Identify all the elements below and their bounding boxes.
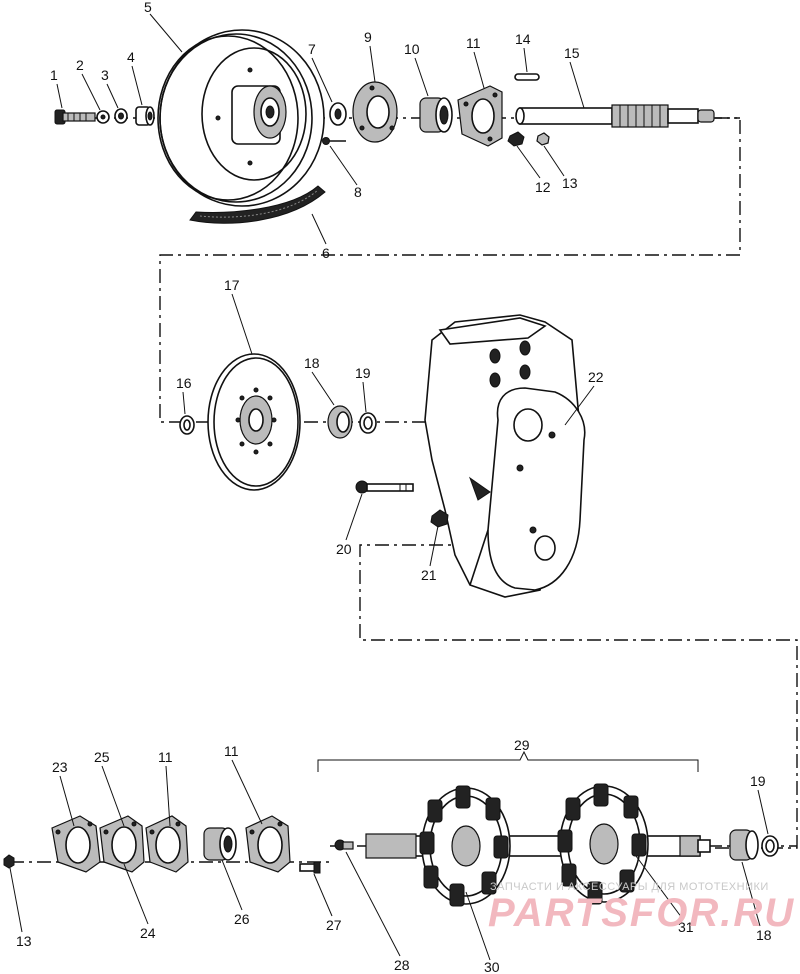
bearing-part [419,97,453,133]
chaincase-housing-part [424,314,586,598]
grease-fitting-part [334,839,354,851]
callout-1: 1 [50,67,58,83]
callout-29: 29 [514,737,530,753]
washer-hole [100,114,106,120]
callout-9: 9 [364,29,372,45]
callout-12: 12 [535,179,551,195]
flange-screw-part [299,861,321,874]
end-bearing-part [729,829,759,861]
callout-13-top: 13 [562,175,578,191]
watermark: ЗАПЧАСТИ И АКСЕССУАРЫ ДЛЯ МОТОТЕХНИКИ PA… [488,881,795,935]
callout-11-bottom-a: 11 [158,749,173,765]
bearing-flange-24-part [99,815,145,873]
bearing-flange-11b-part [145,815,189,873]
leader-lines [9,13,769,961]
seal-hole [363,416,373,430]
end-nut-part [3,854,15,869]
callout-18-bottom: 18 [756,927,772,943]
shaft-assembly-brace [317,750,699,772]
callout-7: 7 [308,41,316,57]
bolt-part [54,109,96,125]
callout-23: 23 [52,759,68,775]
callout-24: 24 [140,925,156,941]
callout-20: 20 [336,541,352,557]
track-drive-shaft-part [365,833,711,859]
lock-washer-hole [118,112,124,120]
lock-nut-part [536,132,550,146]
callout-28: 28 [394,957,410,973]
bearing-flange-part [457,85,503,147]
callout-26: 26 [234,911,250,927]
spacer-part [135,106,155,126]
callout-16: 16 [176,375,192,391]
callout-21: 21 [421,567,437,583]
drive-shaft-part [515,104,715,128]
screw-part [322,137,346,145]
chaincase-bolt-part [355,480,414,494]
callout-8: 8 [354,184,362,200]
drive-sprocket-left-part [419,785,511,907]
callout-11-top: 11 [466,35,481,51]
bearing-flange-23-part [51,815,101,873]
callout-10: 10 [404,41,420,57]
o-ring-hole [183,419,191,431]
callout-30: 30 [484,959,500,974]
callout-2: 2 [76,57,84,73]
callout-15: 15 [564,45,580,61]
track-bearing-part [203,827,237,861]
nut-part [507,131,525,147]
drive-pulley-part [157,29,325,207]
callout-14: 14 [515,31,531,47]
flange-plate-part [352,81,398,143]
callout-5: 5 [144,0,152,15]
callout-19-bottom: 19 [750,773,766,789]
chaincase-nut-part [430,509,449,528]
callout-31: 31 [678,919,694,935]
callout-4: 4 [127,49,135,65]
callout-19-mid: 19 [355,365,371,381]
key-part [514,73,540,81]
callout-25: 25 [94,749,110,765]
callout-18-mid: 18 [304,355,320,371]
drive-sprocket-right-part [557,783,649,905]
callout-labels: 1 2 3 4 5 6 7 8 9 10 11 12 13 14 15 16 1… [16,0,772,974]
watermark-brand: PARTSFOR.RU [488,891,795,935]
callout-6: 6 [322,245,330,261]
callout-27: 27 [326,917,342,933]
callout-11-bottom-b: 11 [224,743,239,759]
callout-13-bottom: 13 [16,933,32,949]
bearing-flange-11c-part [245,815,291,873]
watermark-tagline: ЗАПЧАСТИ И АКСЕССУАРЫ ДЛЯ МОТОТЕХНИКИ [490,881,769,893]
callout-22: 22 [588,369,604,385]
callout-17: 17 [224,277,240,293]
disc-bearing-part [327,405,353,439]
end-seal-hole [765,839,775,853]
spacer-washer-hole [334,108,342,120]
brake-disc-part [207,353,301,491]
callout-3: 3 [101,67,109,83]
belt-guard-part [189,185,326,224]
